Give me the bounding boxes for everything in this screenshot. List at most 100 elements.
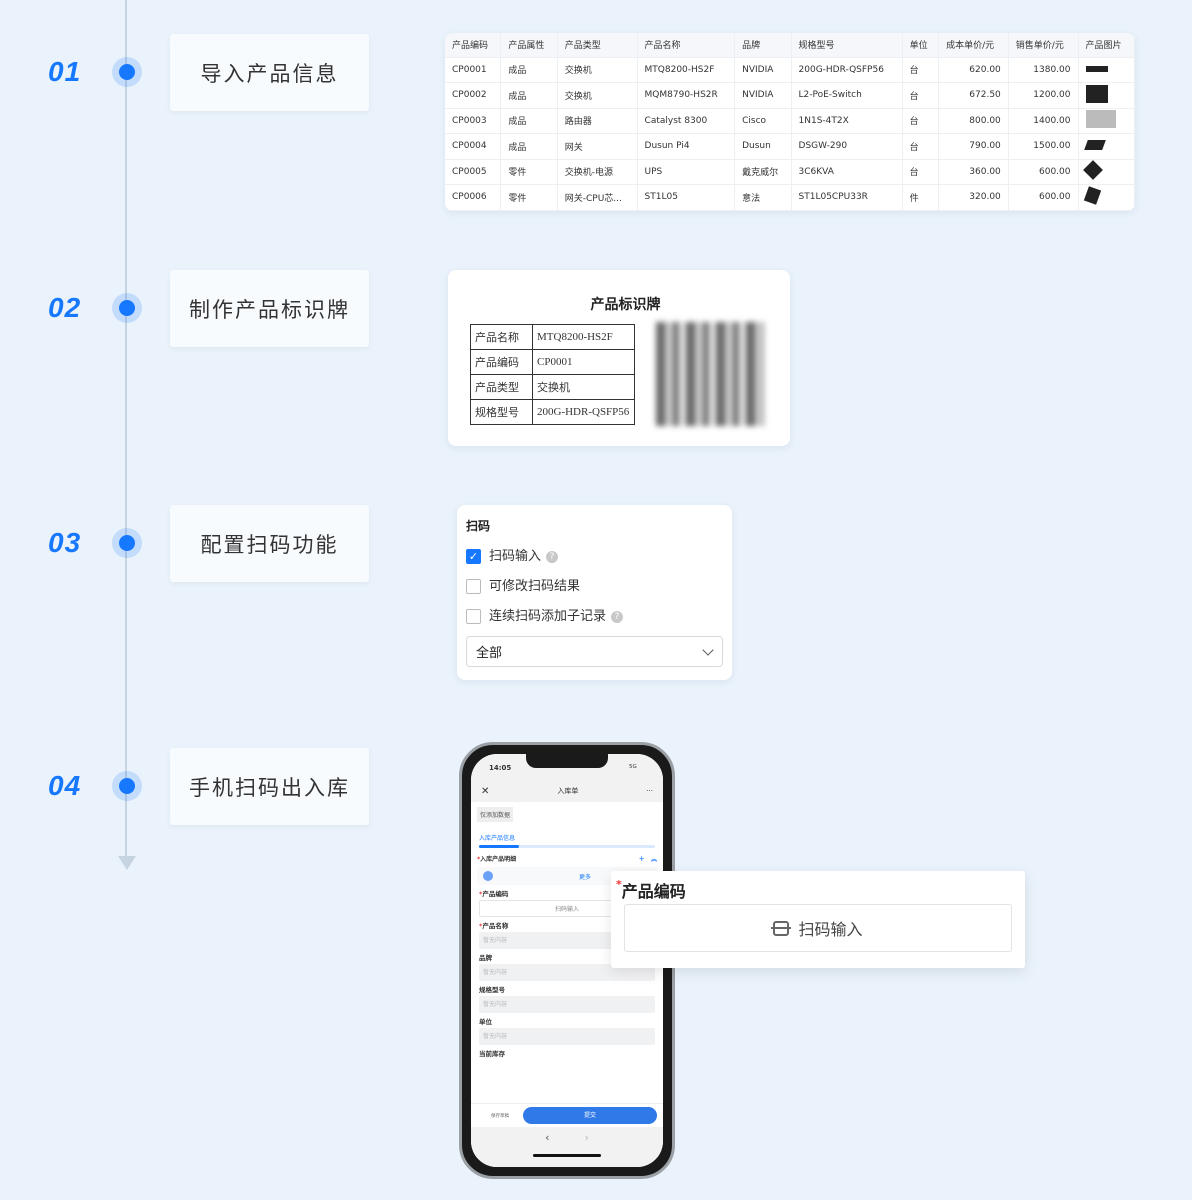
timeline-arrow-icon xyxy=(118,856,136,870)
product-image xyxy=(1083,186,1101,206)
scan-input-button[interactable]: 扫码输入 xyxy=(624,904,1012,952)
column-header[interactable]: 单位 xyxy=(902,33,940,58)
table-cell: 零件 xyxy=(500,184,558,211)
scan-icon xyxy=(771,920,792,936)
field-input[interactable]: 暂无内容 xyxy=(479,996,655,1013)
table-cell: CP0001 xyxy=(445,57,502,83)
table-cell: 台 xyxy=(902,108,940,134)
column-header[interactable]: 品牌 xyxy=(734,33,792,58)
back-icon[interactable]: ‹ xyxy=(545,1131,550,1144)
column-header[interactable]: 产品属性 xyxy=(500,33,558,58)
field-label: 产品编码 xyxy=(621,882,686,901)
table-cell: 320.00 xyxy=(938,184,1009,211)
table-cell: 成品 xyxy=(500,133,558,160)
add-icon[interactable]: ＋ ︽ xyxy=(638,856,657,863)
column-header[interactable]: 产品类型 xyxy=(557,33,638,58)
status-time: 14:05 xyxy=(489,764,512,772)
column-header[interactable]: 产品编码 xyxy=(445,33,502,58)
column-header[interactable]: 成本单价/元 xyxy=(938,33,1009,58)
checkbox[interactable] xyxy=(466,579,481,594)
step-dot xyxy=(112,57,142,87)
save-draft-button[interactable]: 保存草稿 xyxy=(491,1113,509,1119)
table-cell: Dusun xyxy=(734,133,792,160)
scan-mode-select[interactable]: 全部 xyxy=(466,636,723,667)
item-index-badge xyxy=(483,871,493,881)
section-title: 入库产品明细 xyxy=(480,856,517,863)
chevron-down-icon xyxy=(702,643,714,656)
step-card: 配置扫码功能 xyxy=(170,505,369,582)
field-input[interactable]: 暂无内容 xyxy=(479,1028,655,1045)
table-cell: 3C6KVA xyxy=(791,159,903,185)
status-signal: 5G xyxy=(629,764,637,770)
table-cell: 600.00 xyxy=(1008,184,1079,211)
table-cell: Dusun Pi4 xyxy=(637,133,736,160)
scan-option[interactable]: 可修改扫码结果 xyxy=(466,575,723,594)
scan-title: 扫码 xyxy=(466,519,491,533)
checkbox[interactable] xyxy=(466,609,481,624)
table-cell: CP0003 xyxy=(445,108,502,134)
step-card: 手机扫码出入库 xyxy=(170,748,369,825)
table-cell: 台 xyxy=(902,133,940,160)
field-label: 单位 xyxy=(479,1018,492,1026)
scan-input-label: 扫码输入 xyxy=(798,920,863,939)
table-cell: 600.00 xyxy=(1008,159,1079,185)
table-cell: CP0004 xyxy=(445,133,502,160)
tab-product-info[interactable]: 入库产品信息 xyxy=(479,835,516,842)
product-image-cell xyxy=(1078,184,1135,211)
scan-config-card: 扫码 ✓扫码输入?可修改扫码结果连续扫码添加子记录? 全部 xyxy=(457,505,732,680)
table-cell: Catalyst 8300 xyxy=(637,108,736,134)
table-cell: L2-PoE-Switch xyxy=(791,82,903,109)
help-icon[interactable]: ? xyxy=(546,550,559,563)
forward-icon[interactable]: › xyxy=(584,1131,589,1144)
table-cell: UPS xyxy=(637,159,736,185)
product-image-cell xyxy=(1078,82,1135,109)
step-dot xyxy=(112,528,142,558)
column-header[interactable]: 产品名称 xyxy=(637,33,736,58)
table-cell: 成品 xyxy=(500,57,558,83)
help-icon[interactable]: ? xyxy=(611,610,624,623)
step-number: 01 xyxy=(48,56,82,87)
timeline-line xyxy=(125,0,127,858)
label-value: 200G-HDR-QSFP56 xyxy=(532,399,635,425)
column-header[interactable]: 产品图片 xyxy=(1078,33,1135,58)
more-icon[interactable]: ··· xyxy=(646,787,653,795)
phone-mockup: 14:05 5G ✕ 入库单 ··· 仅添加数据 入库产品信息 *入库产品明细＋… xyxy=(459,742,675,1179)
table-cell: CP0005 xyxy=(445,159,502,185)
table-cell: ST1L05CPU33R xyxy=(791,184,903,211)
column-header[interactable]: 销售单价/元 xyxy=(1008,33,1079,58)
field-input[interactable]: 暂无内容 xyxy=(479,964,655,981)
product-image xyxy=(1085,110,1116,129)
table-cell: 台 xyxy=(902,82,940,109)
field-label: 当前库存 xyxy=(479,1050,505,1058)
option-label: 连续扫码添加子记录 xyxy=(489,609,607,624)
submit-button[interactable]: 提交 xyxy=(523,1107,657,1124)
checkbox[interactable]: ✓ xyxy=(466,549,481,564)
step-number: 03 xyxy=(48,527,82,558)
label-value: CP0001 xyxy=(532,349,635,375)
table-cell: 件 xyxy=(902,184,940,211)
scan-option[interactable]: 连续扫码添加子记录? xyxy=(466,605,723,624)
table-cell: ST1L05 xyxy=(637,184,736,211)
label-row: 产品类型交换机 xyxy=(470,374,635,400)
product-image xyxy=(1085,84,1108,103)
table-cell: 成品 xyxy=(500,82,558,109)
more-link[interactable]: 更多 xyxy=(578,873,591,881)
step-dot xyxy=(112,771,142,801)
table-cell: 1N1S-4T2X xyxy=(791,108,903,134)
scan-option[interactable]: ✓扫码输入? xyxy=(466,545,723,564)
table-cell: DSGW-290 xyxy=(791,133,903,160)
label-value: 交换机 xyxy=(532,374,635,400)
close-icon[interactable]: ✕ xyxy=(481,785,490,797)
table-cell: MQM8790-HS2R xyxy=(637,82,736,109)
table-cell: MTQ8200-HS2F xyxy=(637,57,736,83)
column-header[interactable]: 规格型号 xyxy=(791,33,903,58)
table-cell: 790.00 xyxy=(938,133,1009,160)
